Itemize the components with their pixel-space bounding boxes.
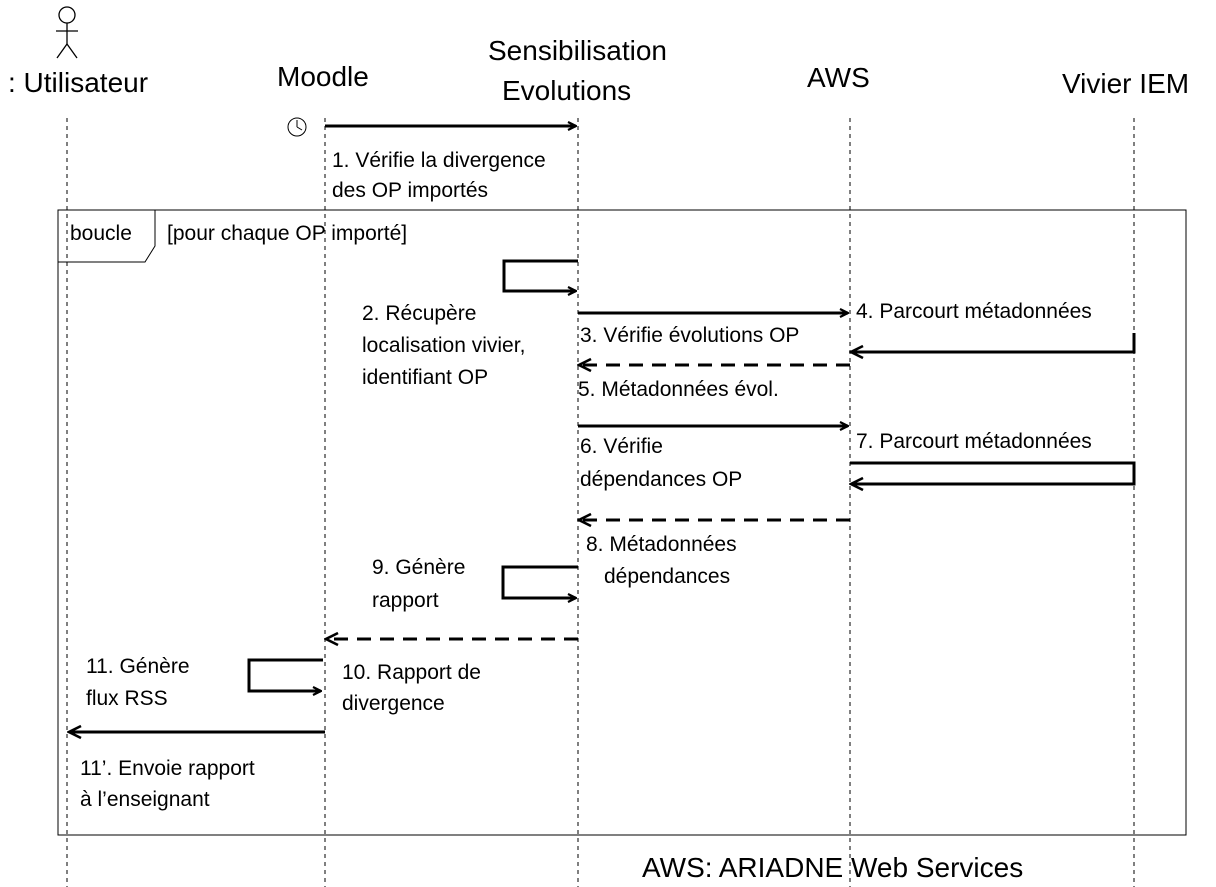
footnote: AWS: ARIADNE Web Services <box>642 852 1023 883</box>
message-11-label-line1: 11. Génère <box>86 655 190 678</box>
message-10-label-line1: 10. Rapport de <box>342 661 481 684</box>
actor-stick-figure-icon <box>56 6 78 59</box>
message-4-arrow <box>851 333 1136 352</box>
message-11b-label-line2: à l’enseignant <box>80 788 210 811</box>
message-7-arrow <box>850 461 1136 484</box>
message-2-label-line3: identifiant OP <box>362 366 488 389</box>
loop-guard: [pour chaque OP importé] <box>167 222 407 245</box>
message-1-label-line2: des OP importés <box>332 179 488 202</box>
message-9-label-line2: rapport <box>372 589 439 612</box>
message-11b-label-line1: 11’. Envoie rapport <box>80 757 255 780</box>
message-6-label-line1: 6. Vérifie <box>580 435 663 458</box>
message-7-label: 7. Parcourt métadonnées <box>856 430 1092 453</box>
loop-frame <box>57 209 1187 836</box>
participant-aws-label: AWS <box>807 62 870 93</box>
message-9-self-arrow <box>501 565 578 598</box>
message-10-label-line2: divergence <box>342 692 445 715</box>
message-2-self-arrow <box>502 259 578 291</box>
participant-moodle-label: Moodle <box>277 61 369 92</box>
message-8-label-line1: 8. Métadonnées <box>586 533 737 556</box>
participant-sensibilisation-label-line2: Evolutions <box>502 75 631 106</box>
loop-keyword: boucle <box>70 222 132 245</box>
message-11-label-line2: flux RSS <box>86 687 168 710</box>
message-5-label: 5. Métadonnées évol. <box>578 378 779 401</box>
participant-sensibilisation-label-line1: Sensibilisation <box>488 35 667 66</box>
message-6-label-line2: dépendances OP <box>580 468 742 491</box>
message-11-self-arrow <box>247 658 323 691</box>
clock-icon <box>287 117 307 137</box>
message-9-label-line1: 9. Génère <box>372 556 465 579</box>
message-2-label-line1: 2. Récupère <box>362 302 476 325</box>
participant-utilisateur-label: : Utilisateur <box>8 67 148 98</box>
message-8-label-line2: dépendances <box>604 565 730 588</box>
message-1-label-line1: 1. Vérifie la divergence <box>332 149 546 172</box>
message-2-label-line2: localisation vivier, <box>362 334 525 357</box>
message-3-label: 3. Vérifie évolutions OP <box>580 324 799 347</box>
loop-frame-tab <box>57 210 156 263</box>
message-4-label: 4. Parcourt métadonnées <box>856 300 1092 323</box>
participant-vivier-label: Vivier IEM <box>1062 68 1189 99</box>
